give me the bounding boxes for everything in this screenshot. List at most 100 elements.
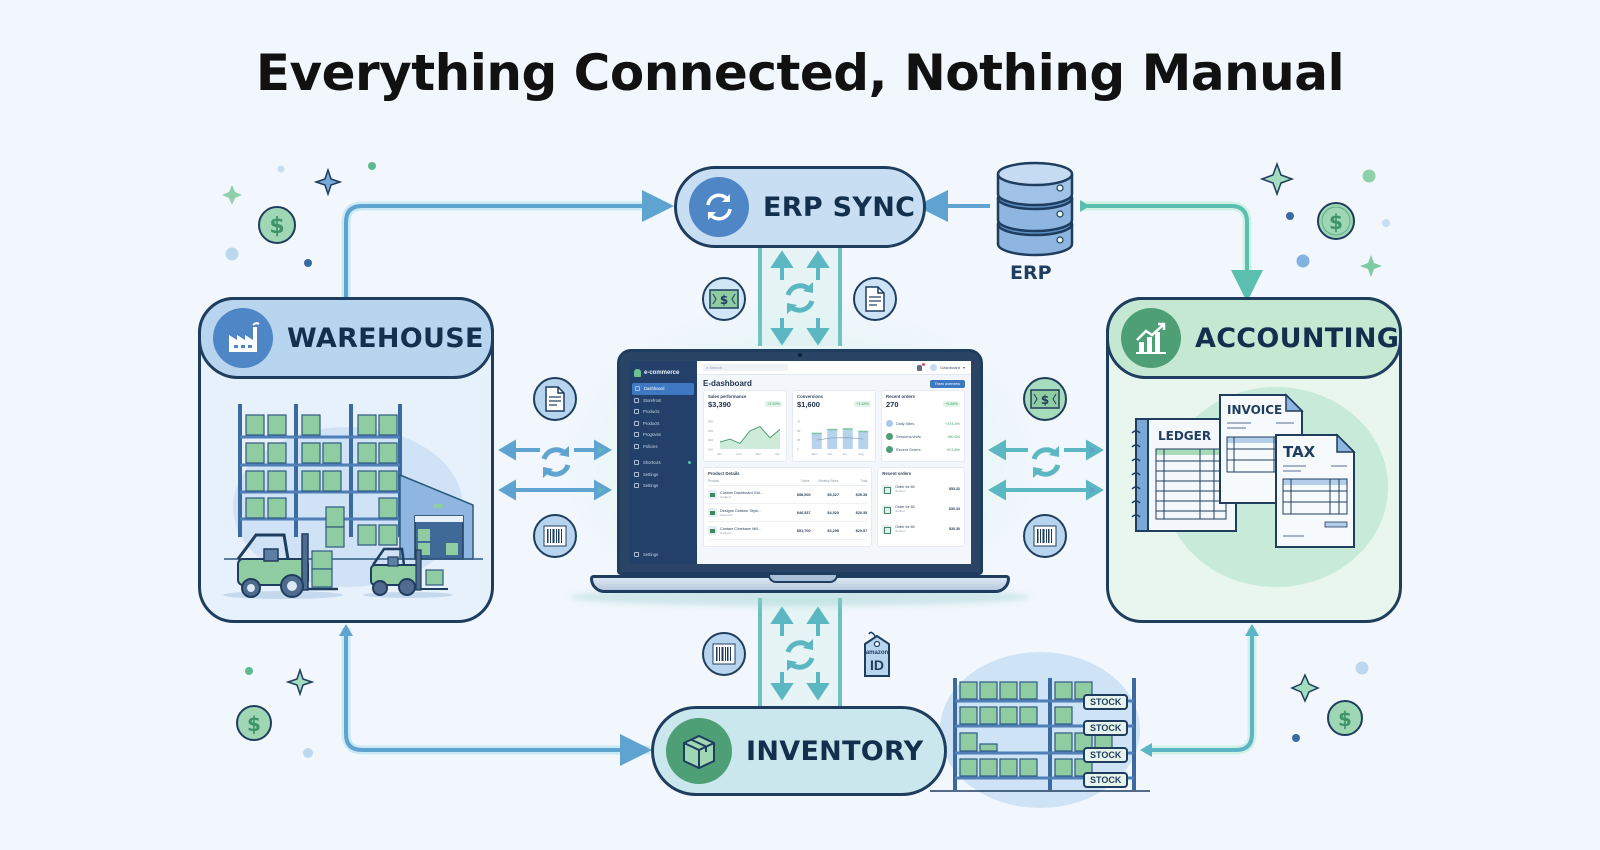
- inventory-shelf-illustration: [930, 652, 1150, 808]
- orders-metric-list: Daily Miles+374.4%Sessions/visits+80.6% R…: [886, 417, 960, 456]
- page-title: Everything Connected, Nothing Manual: [255, 44, 1345, 102]
- order-amount: $30.30: [949, 527, 960, 531]
- products-icon: [634, 409, 639, 415]
- column-header: Total: [860, 479, 868, 483]
- sidebar-item[interactable]: Programs: [629, 429, 697, 441]
- money-icon: $: [1023, 377, 1067, 421]
- sidebar-item[interactable]: Policies: [629, 441, 697, 453]
- list-item-value: +374.4%: [944, 421, 960, 426]
- document-icon: [853, 277, 897, 321]
- svg-text:$: $: [247, 712, 261, 736]
- programs-icon: [634, 432, 639, 438]
- id-tag-small: amazon: [865, 650, 889, 656]
- factory-icon: [213, 308, 273, 368]
- database-icon[interactable]: [994, 158, 1076, 260]
- list-item-icon: [886, 446, 893, 453]
- sidebar-item[interactable]: Products: [629, 406, 697, 418]
- stock-tag: STOCK: [1083, 694, 1129, 710]
- dollar-coin-icon: $: [236, 705, 272, 741]
- sales-line: [719, 426, 781, 445]
- sidebar-item[interactable]: Products: [629, 418, 697, 430]
- dashboard-app[interactable]: e-commerce Dashboard Storefront Products…: [629, 361, 971, 564]
- sidebar-item-dashboard[interactable]: Dashboard: [632, 383, 694, 395]
- ledger-label: LEDGER: [1158, 429, 1211, 443]
- bar: [858, 430, 869, 449]
- axis-tick: Mar: [756, 452, 761, 456]
- table-header: Product Sales Monthly Sales Total: [708, 476, 867, 486]
- forklift-icon: [223, 533, 343, 599]
- table-row[interactable]: Designs Outdoor Style...Seasonal$46,537$…: [708, 504, 868, 522]
- laptop-screen[interactable]: e-commerce Dashboard Storefront Products…: [617, 349, 983, 575]
- dollar-coin-icon: $: [1327, 700, 1363, 736]
- sidebar-item[interactable]: Storefront: [629, 395, 697, 407]
- accounting-label: ACCOUNTING: [1195, 322, 1400, 354]
- sidebar-item-settings-bottom[interactable]: Settings: [629, 549, 697, 561]
- warehouse-header[interactable]: WAREHOUSE: [198, 297, 494, 379]
- flow-accounting-erp-db: [1080, 204, 1263, 302]
- dollar-coin-icon: $: [1317, 202, 1355, 240]
- team-overview-button[interactable]: Team overview: [929, 379, 965, 388]
- bar-cap: [858, 430, 869, 433]
- axis-tick: Jun: [827, 452, 832, 456]
- sidebar-item[interactable]: Settings: [629, 480, 697, 492]
- table-row[interactable]: Custom Dashboard Gid...Gadgets$58,500$5,…: [708, 486, 868, 504]
- erp-sync-label: ERP SYNC: [763, 191, 916, 223]
- laptop-notch: [768, 575, 838, 583]
- axis-tick: Feb: [736, 452, 742, 456]
- table-cell: $20.57: [855, 528, 868, 533]
- flow-inventory-accounting: [1150, 634, 1254, 752]
- search-input[interactable]: ⌕ Search: [703, 364, 788, 371]
- forklift-icon: [363, 547, 453, 598]
- table-cell: $39.35: [855, 492, 868, 497]
- flow-warehouse-to-erp-sync: [341, 201, 665, 298]
- column-header: Monthly Sales: [818, 479, 839, 483]
- product-thumbnail: [708, 508, 717, 517]
- bar: [827, 428, 838, 449]
- invoice-label: INVOICE: [1227, 403, 1282, 417]
- accounting-header[interactable]: ACCOUNTING: [1106, 297, 1402, 379]
- axis-tick: 75: [797, 420, 801, 424]
- sidebar-item[interactable]: Shortcuts: [629, 457, 697, 469]
- list-item: Sessions/visits+80.6%: [886, 430, 960, 443]
- list-item-value: +80.6%: [947, 434, 960, 439]
- dashboard-heading: E-dashboard: [703, 379, 752, 388]
- bar: [811, 432, 822, 449]
- svg-text:$: $: [720, 293, 728, 307]
- axis-tick: Mon: [812, 452, 818, 456]
- bell-icon[interactable]: [917, 362, 926, 371]
- axis-tick: 100: [708, 448, 713, 452]
- id-tag-icon: amazon ID: [861, 630, 893, 678]
- erp-sync-node[interactable]: ERP SYNC: [674, 166, 926, 248]
- order-amount: $30.33: [949, 507, 960, 511]
- inventory-node[interactable]: INVENTORY: [651, 706, 947, 796]
- user-menu[interactable]: Dashboard▾: [930, 364, 965, 371]
- avatar: [930, 364, 938, 371]
- column-header: Sales: [801, 479, 810, 483]
- stock-tag: STOCK: [1083, 747, 1129, 763]
- svg-text:$: $: [269, 214, 284, 239]
- product-thumbnail: [708, 490, 717, 499]
- logout-icon: [634, 551, 639, 557]
- axis-tick: 50: [797, 429, 801, 433]
- money-icon: $: [702, 277, 746, 321]
- column-header: Product: [708, 479, 719, 483]
- gear-icon: [634, 483, 639, 489]
- list-item-label: Recent Orders: [896, 447, 921, 452]
- table-row[interactable]: Contact Clinebase Mill...Gadgets$51,700$…: [708, 522, 868, 540]
- sidebar-item[interactable]: Settings: [629, 469, 697, 481]
- list-item: Daily Miles+374.4%: [886, 417, 960, 430]
- barcode-icon: [702, 632, 746, 676]
- warehouse-illustration: [223, 404, 483, 599]
- bar-cap: [811, 432, 822, 435]
- stock-tag: STOCK: [1083, 720, 1129, 736]
- change-badge: +3.38%: [854, 401, 871, 407]
- dashboard-brand: e-commerce: [629, 365, 697, 383]
